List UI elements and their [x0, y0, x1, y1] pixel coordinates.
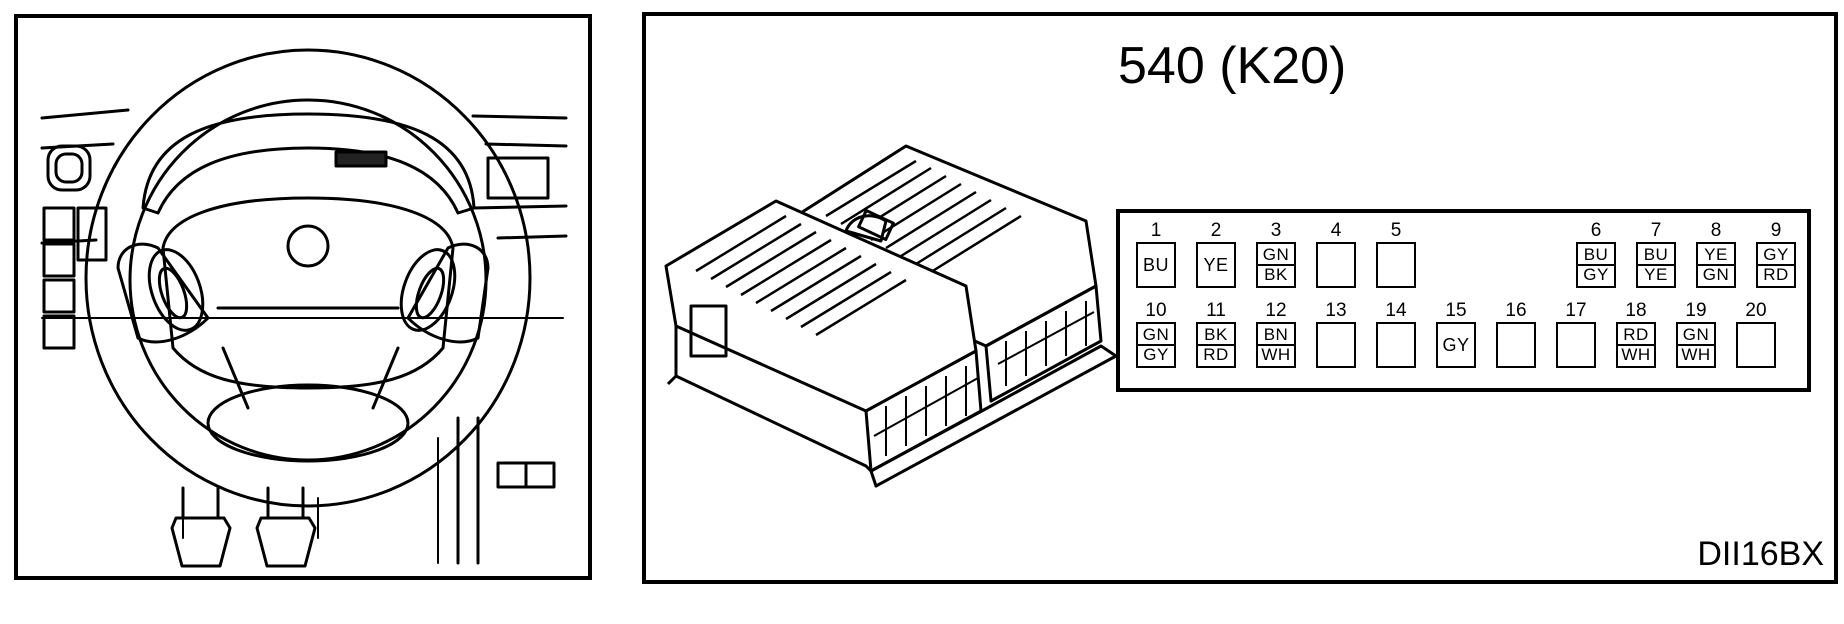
- wire-color: BU: [1638, 246, 1674, 266]
- pin-number: 1: [1150, 220, 1162, 241]
- pin-number: 20: [1745, 300, 1767, 321]
- wire-color: YE: [1698, 246, 1734, 266]
- pin-number: 11: [1206, 300, 1226, 321]
- pin-number: 4: [1330, 220, 1342, 241]
- wire-color: GY: [1758, 246, 1794, 266]
- pin-17: 17: [1552, 301, 1600, 373]
- pin-4: 4: [1312, 221, 1360, 293]
- pin-number: 6: [1590, 220, 1602, 241]
- pin-number: 13: [1325, 300, 1347, 321]
- connector-drawing: [664, 144, 1118, 488]
- wire-color: GN: [1678, 326, 1714, 346]
- pin-16: 16: [1492, 301, 1540, 373]
- wire-color: YE: [1644, 265, 1668, 284]
- pin-13: 13: [1312, 301, 1360, 373]
- wire-color: GY: [1442, 335, 1470, 355]
- wire-color: BK: [1198, 326, 1234, 346]
- wire-color: BU: [1578, 246, 1614, 266]
- pin-number: 10: [1145, 300, 1167, 321]
- pin-number: 12: [1265, 300, 1287, 321]
- wire-color: RD: [1618, 326, 1654, 346]
- wire-color: RD: [1203, 345, 1229, 364]
- pin-14: 14: [1372, 301, 1420, 373]
- wire-color: WH: [1681, 345, 1711, 364]
- dashboard-steering-wheel-drawing: [40, 48, 568, 568]
- pin-cavity: [1736, 322, 1776, 368]
- pin-cavity: GY: [1436, 322, 1476, 368]
- wire-color: BN: [1258, 326, 1294, 346]
- pin-20: 20: [1732, 301, 1780, 373]
- pin-number: 9: [1770, 220, 1782, 241]
- pin-number: 2: [1210, 220, 1222, 241]
- pin-cavity: YE: [1196, 242, 1236, 288]
- pin-number: 14: [1385, 300, 1407, 321]
- pin-number: 7: [1650, 220, 1662, 241]
- pin-cavity: [1376, 242, 1416, 288]
- pin-cavity: [1376, 322, 1416, 368]
- pin-cavity: BU: [1136, 242, 1176, 288]
- wire-color: WH: [1621, 345, 1651, 364]
- pin-number: 5: [1390, 220, 1402, 241]
- wire-color: GY: [1583, 265, 1609, 284]
- pin-number: 16: [1505, 300, 1527, 321]
- wire-color: GN: [1138, 326, 1174, 346]
- pin-number: 18: [1625, 300, 1647, 321]
- wire-color: BU: [1142, 255, 1169, 275]
- connector-title: 540 (K20): [1118, 37, 1347, 95]
- pin-number: 3: [1270, 220, 1282, 241]
- wire-color: BK: [1264, 265, 1288, 284]
- pin-number: 17: [1565, 300, 1587, 321]
- wire-color: WH: [1261, 345, 1291, 364]
- pin-5: 5: [1372, 221, 1420, 293]
- pin-cavity: [1316, 242, 1356, 288]
- pin-number: 19: [1685, 300, 1707, 321]
- wire-color: YE: [1203, 255, 1229, 275]
- wire-color: GN: [1702, 265, 1730, 284]
- location-view-panel: [14, 14, 592, 580]
- wire-color: RD: [1763, 265, 1789, 284]
- wire-color: GN: [1258, 246, 1294, 266]
- pin-number: 15: [1445, 300, 1467, 321]
- pin-cavity: [1316, 322, 1356, 368]
- pin-number: 8: [1710, 220, 1722, 241]
- figure-id: DII16BX: [1697, 535, 1824, 573]
- pin-cavity: [1556, 322, 1596, 368]
- pin-cavity: [1496, 322, 1536, 368]
- wire-color: GY: [1143, 345, 1169, 364]
